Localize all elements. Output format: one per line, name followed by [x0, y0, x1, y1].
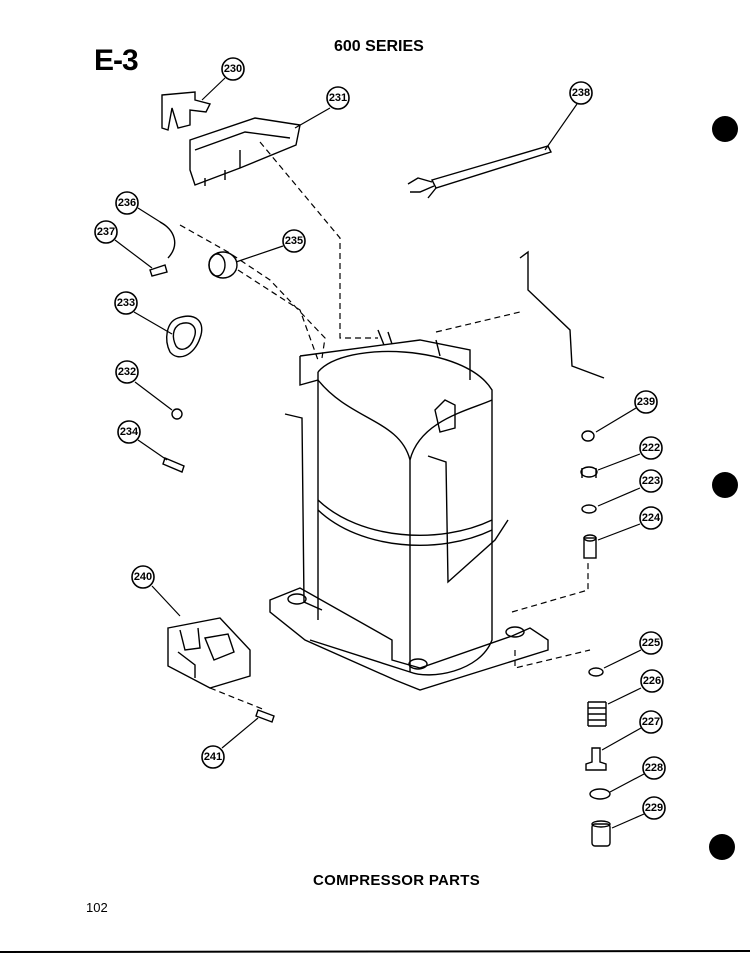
part-spring-226: [587, 701, 607, 727]
part-nut-232: [171, 408, 183, 420]
callout-233: 233: [114, 291, 138, 315]
part-relay-240: [167, 617, 251, 689]
diagram-caption: COMPRESSOR PARTS: [313, 872, 481, 889]
part-washer-225: [588, 667, 604, 677]
part-bolt-227: [585, 747, 607, 771]
binder-hole: [712, 116, 738, 142]
part-grommet-222: [580, 466, 598, 478]
svg-text:233: 233: [117, 297, 135, 309]
svg-text:232: 232: [118, 366, 136, 378]
part-clip-236: [159, 221, 176, 259]
callout-239: 239: [634, 390, 658, 414]
svg-text:237: 237: [97, 226, 115, 238]
assembly-line: [259, 141, 378, 339]
part-spacer-224: [583, 534, 597, 559]
svg-text:226: 226: [643, 675, 661, 687]
svg-text:230: 230: [224, 63, 242, 75]
part-wire-harness-238: [407, 145, 552, 199]
part-gasket-233: [166, 315, 203, 358]
page-border-bottom: [0, 950, 750, 953]
page-number: 102: [86, 900, 108, 915]
part-screw-241: [255, 709, 275, 723]
callout-237: 237: [94, 220, 118, 244]
callout-235: 235: [282, 229, 306, 253]
binder-hole: [709, 834, 735, 860]
part-overload-235: [208, 251, 238, 279]
assembly-line: [511, 560, 589, 613]
part-bracket-230: [161, 91, 212, 131]
svg-text:240: 240: [134, 571, 152, 583]
assembly-line: [209, 687, 266, 711]
svg-text:236: 236: [118, 197, 136, 209]
callout-240: 240: [131, 565, 155, 589]
part-washer-228: [589, 788, 611, 800]
callout-227: 227: [639, 710, 663, 734]
svg-text:235: 235: [285, 235, 303, 247]
binder-hole: [712, 472, 738, 498]
part-screw-234: [162, 457, 185, 473]
part-washer-223: [581, 504, 597, 514]
compressor-base: [269, 587, 549, 691]
svg-text:238: 238: [572, 87, 590, 99]
series-title: 600 SERIES: [334, 38, 424, 55]
assembly-line: [514, 649, 591, 669]
callout-224: 224: [639, 506, 663, 530]
assembly-line: [435, 311, 521, 333]
svg-text:227: 227: [642, 716, 660, 728]
part-nut-239: [581, 430, 595, 442]
callout-238: 238: [569, 81, 593, 105]
callout-226: 226: [640, 669, 664, 693]
callout-231: 231: [326, 86, 350, 110]
callout-232: 232: [115, 360, 139, 384]
callout-234: 234: [117, 420, 141, 444]
callout-222: 222: [639, 436, 663, 460]
callout-leaders: [114, 77, 645, 829]
part-sleeve-229: [591, 820, 611, 847]
svg-text:228: 228: [645, 762, 663, 774]
part-terminal-cover-231: [189, 117, 301, 186]
svg-text:239: 239: [637, 396, 655, 408]
callout-228: 228: [642, 756, 666, 780]
callout-236: 236: [115, 191, 139, 215]
callout-230: 230: [221, 57, 245, 81]
svg-text:224: 224: [642, 512, 661, 524]
callout-229: 229: [642, 796, 666, 820]
section-code: E-3: [94, 44, 139, 77]
svg-text:222: 222: [642, 442, 660, 454]
svg-text:229: 229: [645, 802, 663, 814]
compressor-body: [299, 329, 493, 676]
callout-241: 241: [201, 745, 225, 769]
process-tubes: [284, 250, 605, 611]
part-screw-237: [149, 264, 168, 277]
callout-223: 223: [639, 469, 663, 493]
svg-text:234: 234: [120, 426, 139, 438]
assembly-line: [237, 269, 319, 361]
svg-text:231: 231: [329, 92, 347, 104]
assembly-line: [179, 224, 326, 359]
svg-text:225: 225: [642, 637, 660, 649]
callout-225: 225: [639, 631, 663, 655]
svg-text:241: 241: [204, 751, 222, 763]
svg-text:223: 223: [642, 475, 660, 487]
